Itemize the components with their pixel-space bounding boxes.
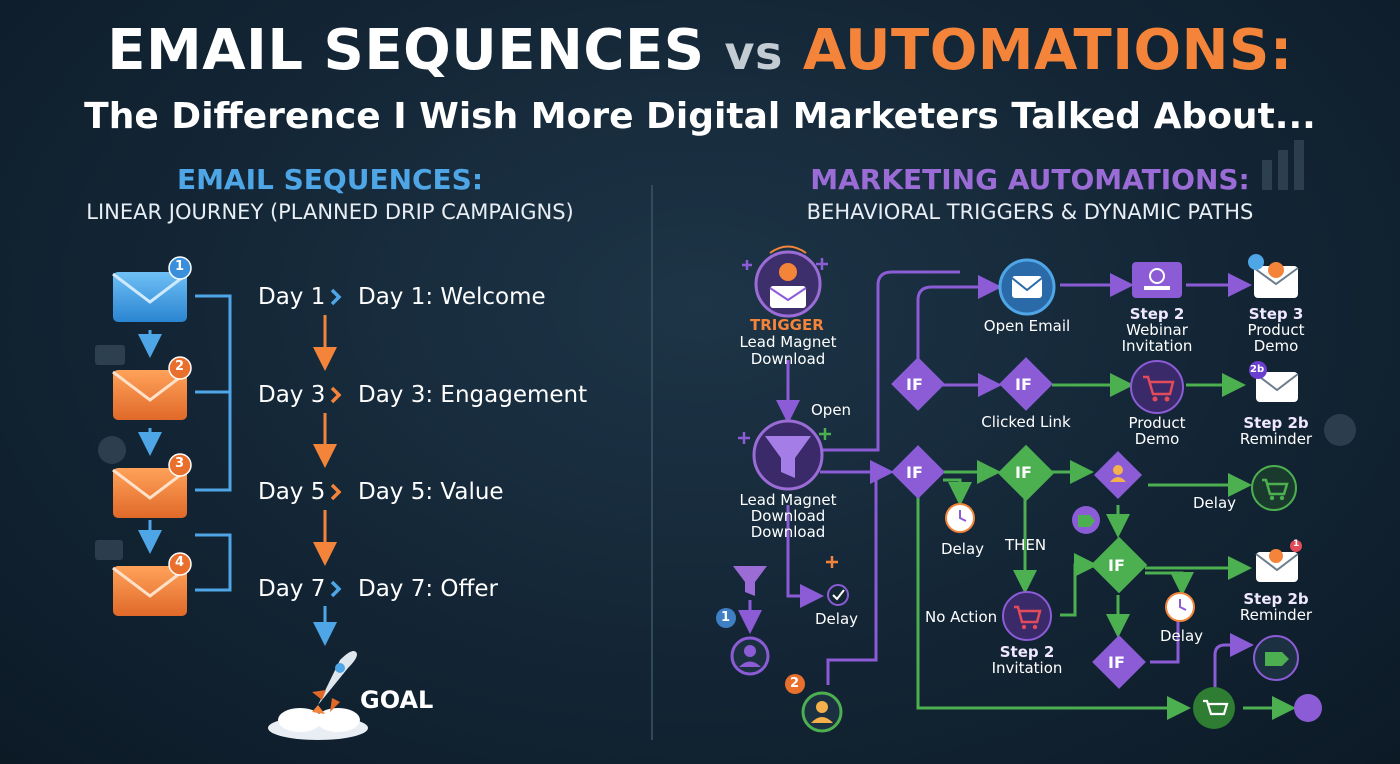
- funnel-label-line1: Lead Magnet: [739, 491, 837, 509]
- if-label: IF: [906, 375, 923, 394]
- webinar-label-line2: Webinar: [1126, 321, 1188, 339]
- open-label: Open: [811, 401, 852, 419]
- invitation-line2: Invitation: [991, 659, 1063, 677]
- open-email-label: Open Email: [983, 317, 1071, 335]
- reminder-envelope-icon: [1249, 361, 1299, 402]
- trigger-icon: [754, 245, 822, 318]
- cart-icon: [1193, 687, 1235, 729]
- if-label: IF: [906, 463, 923, 482]
- delay-label: Delay: [815, 610, 859, 628]
- day-marker: Day 3: [258, 382, 326, 408]
- page-title: EMAIL SEQUENCES vs AUTOMATIONS:: [0, 18, 1400, 83]
- funnel-label-line2: Download: [750, 507, 826, 525]
- user-diamond-icon: [1093, 450, 1143, 500]
- day-marker: Day 7: [258, 576, 326, 602]
- webinar-label-line1: Step 2: [1129, 305, 1185, 323]
- title-part1: EMAIL SEQUENCES: [107, 18, 705, 83]
- product-demo-line2: Demo: [1134, 430, 1180, 448]
- reminder-bottom-line1: Step 2b: [1243, 590, 1309, 608]
- if-label: IF: [1015, 375, 1032, 394]
- day-step-label: Day 7: Offer: [358, 576, 498, 602]
- funnel-label-line3: Download: [750, 523, 826, 541]
- trigger-label-line1: Lead Magnet: [739, 333, 837, 351]
- envelope-icon: [112, 356, 192, 420]
- number-badge: 1: [1293, 539, 1300, 549]
- if-diamond: [1090, 536, 1148, 594]
- tag-icon: [1253, 635, 1299, 681]
- left-connectors: [138, 294, 337, 646]
- clock-icon: [945, 503, 975, 533]
- number-badge: 2b: [1250, 364, 1265, 375]
- automations-subheading: BEHAVIORAL TRIGGERS & DYNAMIC PATHS: [806, 200, 1254, 224]
- number-badge: 2: [790, 676, 800, 691]
- day-marker: Day 5: [258, 479, 326, 505]
- envelope-icon: [112, 256, 192, 322]
- trigger-tag: TRIGGER: [750, 316, 824, 334]
- open-email-icon: [998, 258, 1056, 316]
- envelope-badge: 4: [175, 555, 185, 570]
- envelope-badge: 2: [175, 359, 185, 374]
- product-demo-envelope-icon: [1248, 254, 1299, 298]
- trigger-label-line2: Download: [750, 350, 826, 368]
- delay-label: Delay: [941, 540, 985, 558]
- product-demo-line1: Product: [1128, 414, 1186, 432]
- if-label: IF: [1108, 556, 1125, 575]
- small-funnel-icon: [733, 566, 767, 596]
- user-avatar-icon: [785, 674, 843, 733]
- envelope-icon: [112, 552, 192, 616]
- user-avatar-icon: [716, 608, 770, 676]
- background-decor: [95, 140, 1356, 560]
- invitation-line1: Step 2: [999, 643, 1055, 661]
- day-step-label: Day 3: Engagement: [358, 382, 588, 408]
- sparkle-decor: [738, 258, 838, 568]
- product-step-line3: Demo: [1253, 337, 1299, 355]
- page-subtitle: The Difference I Wish More Digital Marke…: [84, 96, 1316, 137]
- reminder-envelope-icon: [1255, 540, 1302, 582]
- day-step-label: Day 5: Value: [358, 479, 504, 505]
- goal-label: GOAL: [360, 686, 434, 714]
- if-label: IF: [1015, 463, 1032, 482]
- right-connectors-green: [916, 373, 1296, 720]
- cart-icon: [1002, 591, 1052, 641]
- day-step-label: Day 1: Welcome: [358, 284, 546, 310]
- clock-icon: [1165, 592, 1195, 622]
- reminder-top-line2: Reminder: [1239, 430, 1313, 448]
- title-part2: AUTOMATIONS:: [802, 18, 1293, 83]
- delay-label: Delay: [1193, 494, 1237, 512]
- right-connectors-purple: [738, 270, 1254, 690]
- rocket-icon: [268, 651, 368, 740]
- reminder-top-line1: Step 2b: [1243, 414, 1309, 432]
- title-vs: vs: [724, 26, 783, 80]
- clicked-link-label: Clicked Link: [981, 413, 1071, 431]
- automations-heading: MARKETING AUTOMATIONS:: [810, 163, 1250, 196]
- day-marker: Day 1: [258, 284, 326, 310]
- if-label: IF: [1108, 653, 1125, 672]
- funnel-icon: [752, 419, 824, 491]
- no-action-label: No Action: [925, 608, 998, 626]
- end-node: [1294, 694, 1322, 722]
- webinar-icon: [1132, 262, 1182, 298]
- envelope-badge: 3: [175, 456, 185, 471]
- day-chevrons: [330, 288, 342, 598]
- product-step-line1: Step 3: [1248, 305, 1304, 323]
- check-icon: [827, 584, 849, 606]
- envelope-icon: [112, 453, 192, 518]
- product-step-line2: Product: [1247, 321, 1305, 339]
- reminder-bottom-line2: Reminder: [1239, 606, 1313, 624]
- delay-label: Delay: [1160, 627, 1204, 645]
- cart-icon: [1130, 360, 1184, 414]
- cart-icon: [1251, 465, 1297, 511]
- sequences-heading: EMAIL SEQUENCES:: [176, 163, 484, 196]
- sequences-subheading: LINEAR JOURNEY (PLANNED DRIP CAMPAIGNS): [86, 200, 574, 224]
- tag-icon: [1072, 506, 1100, 534]
- then-label: THEN: [1005, 536, 1047, 554]
- envelope-badge: 1: [175, 259, 185, 274]
- number-badge: 1: [721, 610, 731, 625]
- webinar-label-line3: Invitation: [1121, 337, 1193, 355]
